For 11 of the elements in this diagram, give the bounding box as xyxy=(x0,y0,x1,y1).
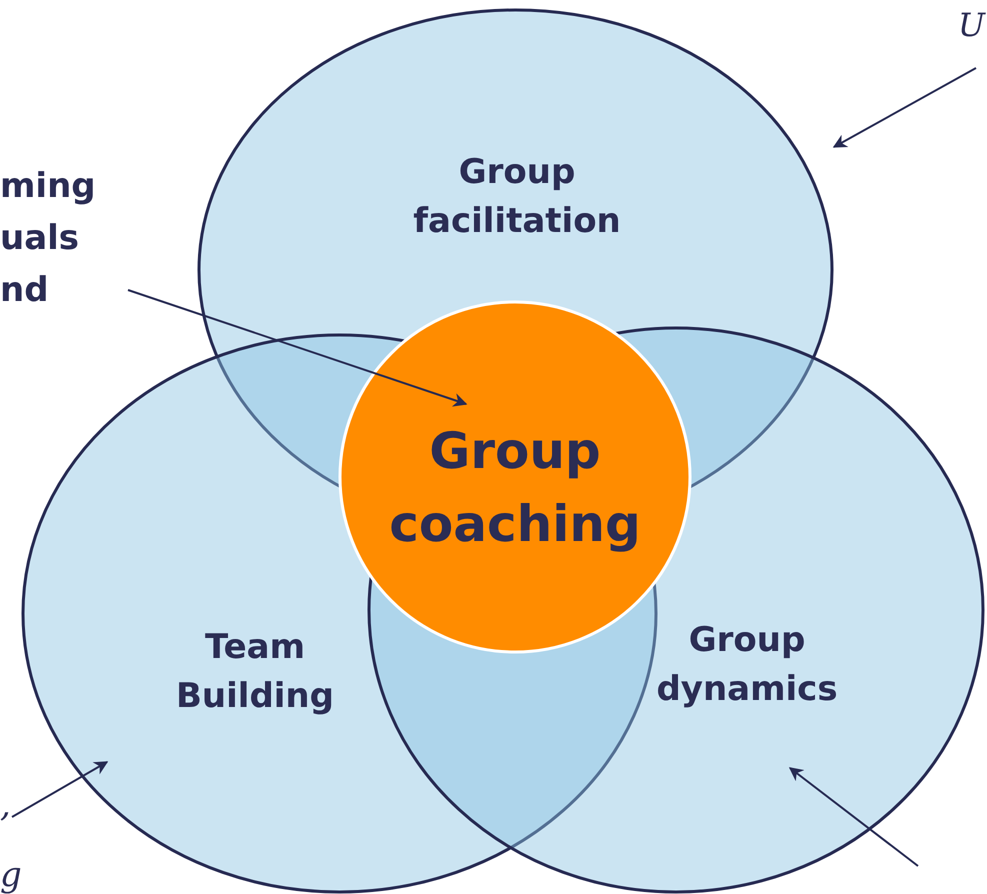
circle-label: Group dynamics xyxy=(655,619,839,712)
center-label: Group coaching xyxy=(388,421,642,554)
callout-text: , g xyxy=(0,770,20,894)
leader-arrow xyxy=(128,289,468,407)
leader-arrow xyxy=(832,67,976,148)
leader-arrow xyxy=(788,767,919,867)
leader-arrow xyxy=(12,761,108,818)
circle-label: Team Building xyxy=(175,626,335,718)
callout-text: U xyxy=(958,2,986,48)
circle-label: Group facilitation xyxy=(412,151,622,244)
callout-text: ming uals nd xyxy=(0,160,92,316)
